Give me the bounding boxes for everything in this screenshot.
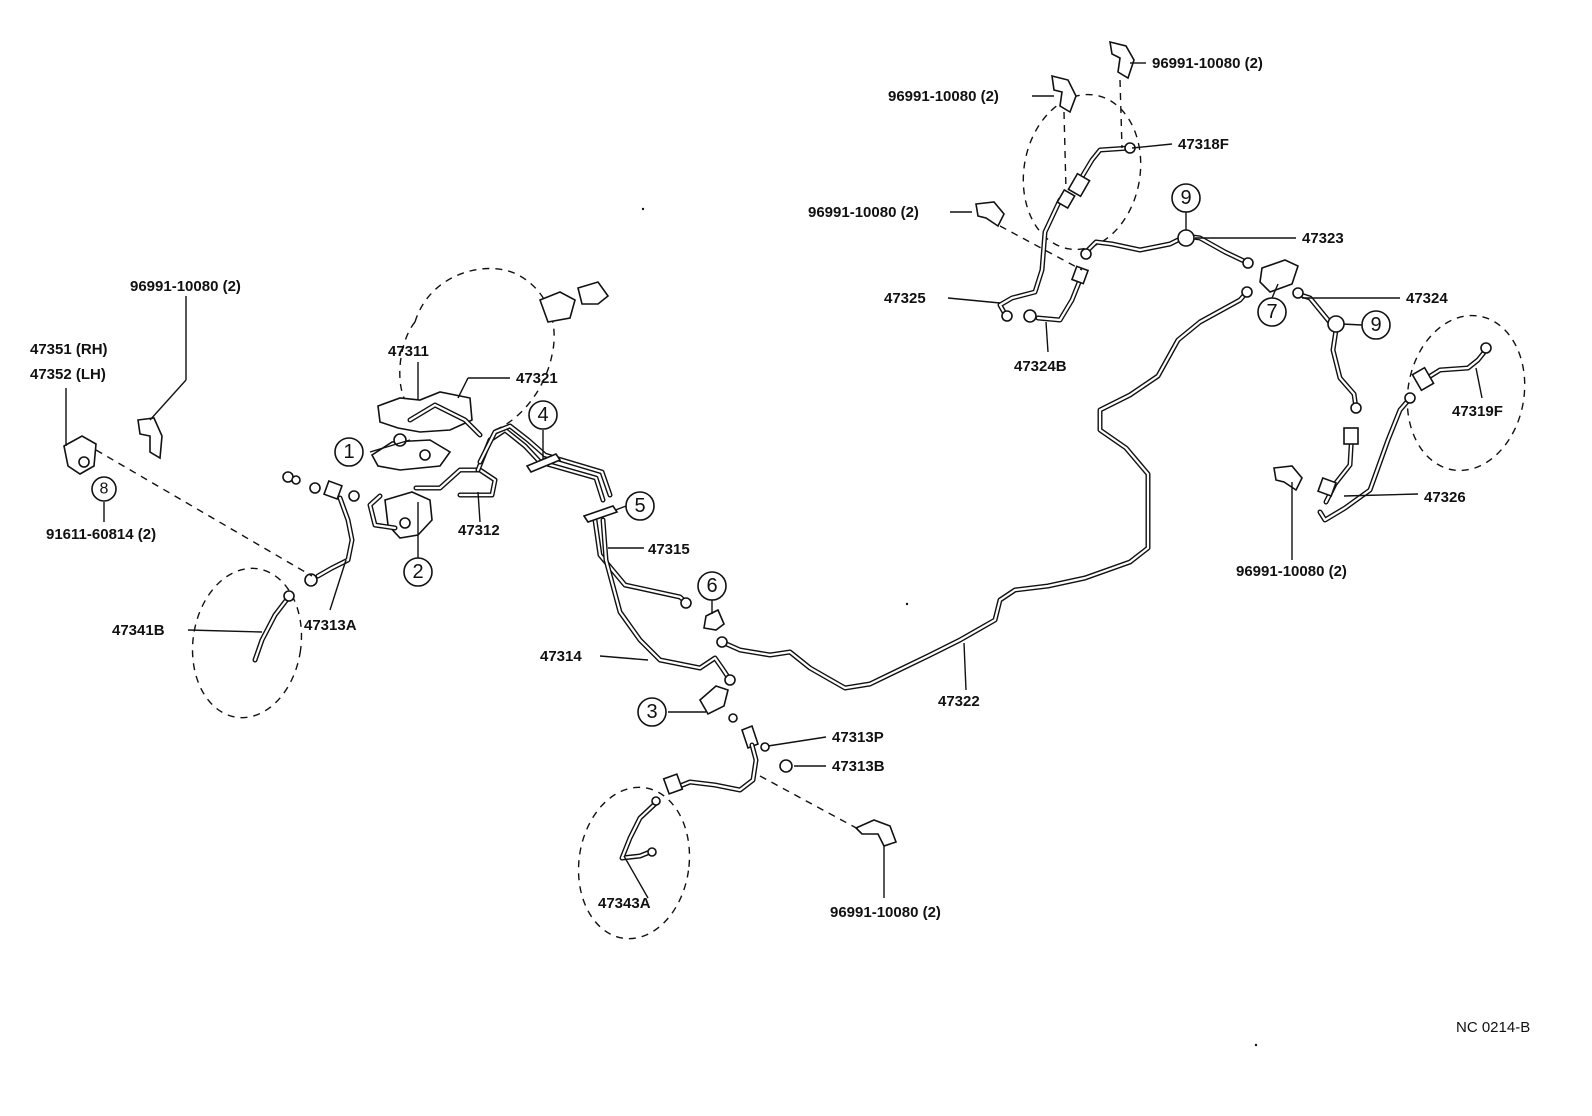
- clip-right: [1273, 465, 1303, 492]
- callout-6: 6: [697, 571, 727, 601]
- callout-5: 5: [625, 491, 655, 521]
- clip-left: [137, 417, 163, 460]
- clip-top-mid: [1051, 74, 1077, 114]
- clip-top-right: [1109, 40, 1135, 80]
- clip-dash-top-mid: [1063, 111, 1067, 191]
- label-47323: 47323: [1302, 230, 1344, 247]
- front-left-lines: [252, 471, 360, 663]
- clip-dash-mid: [999, 225, 1083, 271]
- clip-47351-bracket: [63, 435, 97, 475]
- leader-lines: [65, 62, 1483, 899]
- rear-brake-line: [719, 289, 1250, 691]
- wheel-outline-front-left: [191, 567, 303, 719]
- drawing-code: NC 0214-B: [1456, 1019, 1530, 1036]
- label-47313A: 47313A: [304, 617, 357, 634]
- svg-text:1: 1: [343, 441, 354, 463]
- rear-left-lines: [997, 142, 1254, 323]
- label-47326: 47326: [1424, 489, 1466, 506]
- label-47311: 47311: [388, 343, 429, 360]
- svg-text:2: 2: [412, 561, 423, 583]
- master-cylinder-assembly: [367, 391, 498, 539]
- clip-dash-left: [95, 449, 313, 577]
- label-47314: 47314: [540, 648, 582, 665]
- callout-3: 3: [637, 697, 667, 727]
- label-96991-left: 96991-10080 (2): [130, 278, 241, 295]
- speck: [1254, 1043, 1258, 1047]
- rear-right-lines: [1292, 287, 1492, 523]
- label-47351: 47351 (RH): [30, 341, 108, 358]
- svg-text:4: 4: [537, 404, 548, 426]
- svg-text:7: 7: [1266, 301, 1277, 323]
- speck: [905, 602, 909, 606]
- label-47318F: 47318F: [1178, 136, 1229, 153]
- clip-mid: [975, 201, 1005, 228]
- label-47313P: 47313P: [832, 729, 884, 746]
- callout-2: 2: [403, 557, 433, 587]
- svg-text:9: 9: [1370, 314, 1381, 336]
- clip-bottom: [854, 819, 898, 847]
- callout-7: 7: [1257, 297, 1287, 327]
- label-47352: 47352 (LH): [30, 366, 106, 383]
- rear-junction-block: [1259, 259, 1299, 293]
- label-96991-mid: 96991-10080 (2): [808, 204, 919, 221]
- label-47322: 47322: [938, 693, 980, 710]
- callout-8: 8: [91, 476, 117, 502]
- svg-text:5: 5: [634, 495, 645, 517]
- svg-text:9: 9: [1180, 187, 1191, 209]
- front-right-lines: [619, 608, 793, 861]
- label-47325: 47325: [884, 290, 926, 307]
- label-91611: 91611-60814 (2): [46, 526, 156, 543]
- label-96991-top-right: 96991-10080 (2): [1152, 55, 1263, 72]
- junction-point-9b: [1327, 315, 1345, 333]
- label-47343A: 47343A: [598, 895, 651, 912]
- label-47324: 47324: [1406, 290, 1448, 307]
- junction-point-9a: [1177, 229, 1195, 247]
- clip-dash-bottom: [759, 775, 861, 831]
- wheel-outline-front-right: [577, 786, 691, 940]
- label-47312: 47312: [458, 522, 500, 539]
- clamp-band-5: [582, 505, 619, 523]
- label-47321: 47321: [516, 370, 558, 387]
- label-47341B: 47341B: [112, 622, 165, 639]
- callout-9b: 9: [1361, 310, 1391, 340]
- svg-text:8: 8: [100, 481, 109, 498]
- speck: [641, 207, 645, 211]
- label-96991-right: 96991-10080 (2): [1236, 563, 1347, 580]
- callout-1: 1: [334, 437, 364, 467]
- label-96991-top-mid: 96991-10080 (2): [888, 88, 999, 105]
- brake-booster: [399, 267, 610, 431]
- pipe-bundle-front: [475, 423, 736, 686]
- clamp-band-4: [525, 453, 562, 473]
- label-47315: 47315: [648, 541, 690, 558]
- callout-9a: 9: [1171, 183, 1201, 213]
- callout-4: 4: [528, 400, 558, 430]
- label-47319F: 47319F: [1452, 403, 1503, 420]
- svg-text:3: 3: [646, 701, 657, 723]
- rear-brake-line-inner: [720, 290, 1249, 690]
- svg-text:6: 6: [706, 575, 717, 597]
- label-47324B: 47324B: [1014, 358, 1067, 375]
- wheel-outline-rear-right: [1406, 314, 1526, 472]
- clip-dash-top-right: [1119, 79, 1123, 149]
- label-47313B: 47313B: [832, 758, 885, 775]
- label-96991-bottom: 96991-10080 (2): [830, 904, 941, 921]
